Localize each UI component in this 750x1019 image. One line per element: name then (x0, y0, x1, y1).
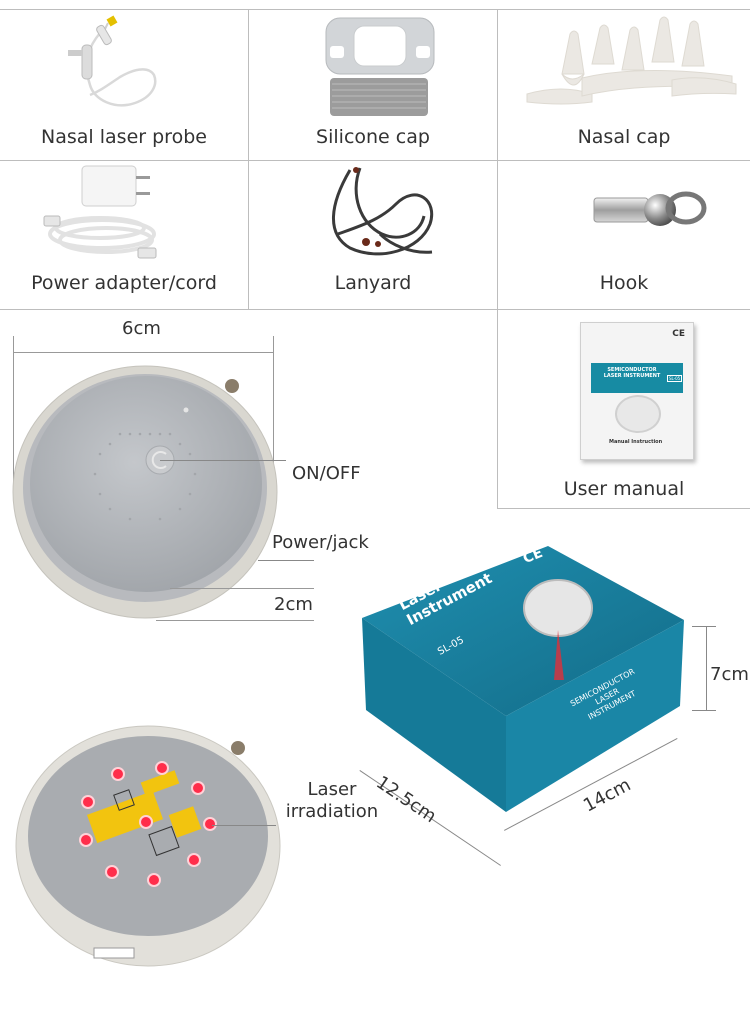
grid-line (0, 160, 750, 161)
height-dim-bottom (156, 620, 314, 621)
width-dim-tick (273, 336, 274, 486)
grid-line (0, 9, 750, 10)
height-dim-top (170, 588, 314, 589)
laser-leader (212, 825, 276, 826)
grid-line (497, 9, 498, 509)
device-bottom-image (15, 725, 281, 967)
manual-image: CE SEMICONDUCTOR LASER INSTRUMENT SL-05 … (580, 322, 694, 460)
on-off-label: ON/OFF (292, 463, 361, 484)
user-manual-label: User manual (563, 478, 685, 500)
power-adapter-label: Power adapter/cord (31, 272, 217, 294)
box-image (362, 546, 684, 812)
manual-cover-title: SEMICONDUCTOR LASER INSTRUMENT (603, 367, 661, 379)
box-height-dim (706, 626, 707, 710)
box-height-dim-cap (692, 710, 716, 711)
device-height-label: 2cm (274, 594, 313, 615)
box-height-label: 7cm (710, 664, 749, 685)
ce-mark: CE (672, 329, 685, 339)
silicone-cap-image (325, 17, 435, 116)
grid-line (0, 309, 750, 310)
lanyard-image (332, 167, 434, 256)
grid-line (248, 9, 249, 309)
box-height-dim-cap (692, 626, 716, 627)
device-top-image (12, 365, 278, 619)
grid-line (497, 508, 750, 509)
manual-cover-model: SL-05 (667, 375, 683, 382)
laser-irradiation-label: Laser irradiation (285, 779, 379, 822)
onoff-leader (160, 460, 286, 461)
power-leader (258, 560, 314, 561)
manual-cover-footer: Manual Instruction (609, 439, 663, 445)
nasal-cap-image (526, 16, 737, 105)
hook-image (593, 191, 707, 226)
width-dim-line (13, 352, 273, 353)
nasal-laser-probe-image (68, 15, 157, 107)
manual-cover-device (615, 395, 661, 433)
nasal-laser-probe-label: Nasal laser probe (41, 126, 207, 148)
lanyard-label: Lanyard (334, 272, 412, 294)
hook-label: Hook (599, 272, 649, 294)
nasal-cap-label: Nasal cap (577, 126, 671, 148)
width-dim-tick (13, 336, 14, 486)
power-adapter-image (43, 165, 157, 259)
device-width-label: 6cm (122, 318, 161, 339)
silicone-cap-label: Silicone cap (316, 126, 430, 148)
power-jack-label: Power/jack (272, 532, 369, 553)
